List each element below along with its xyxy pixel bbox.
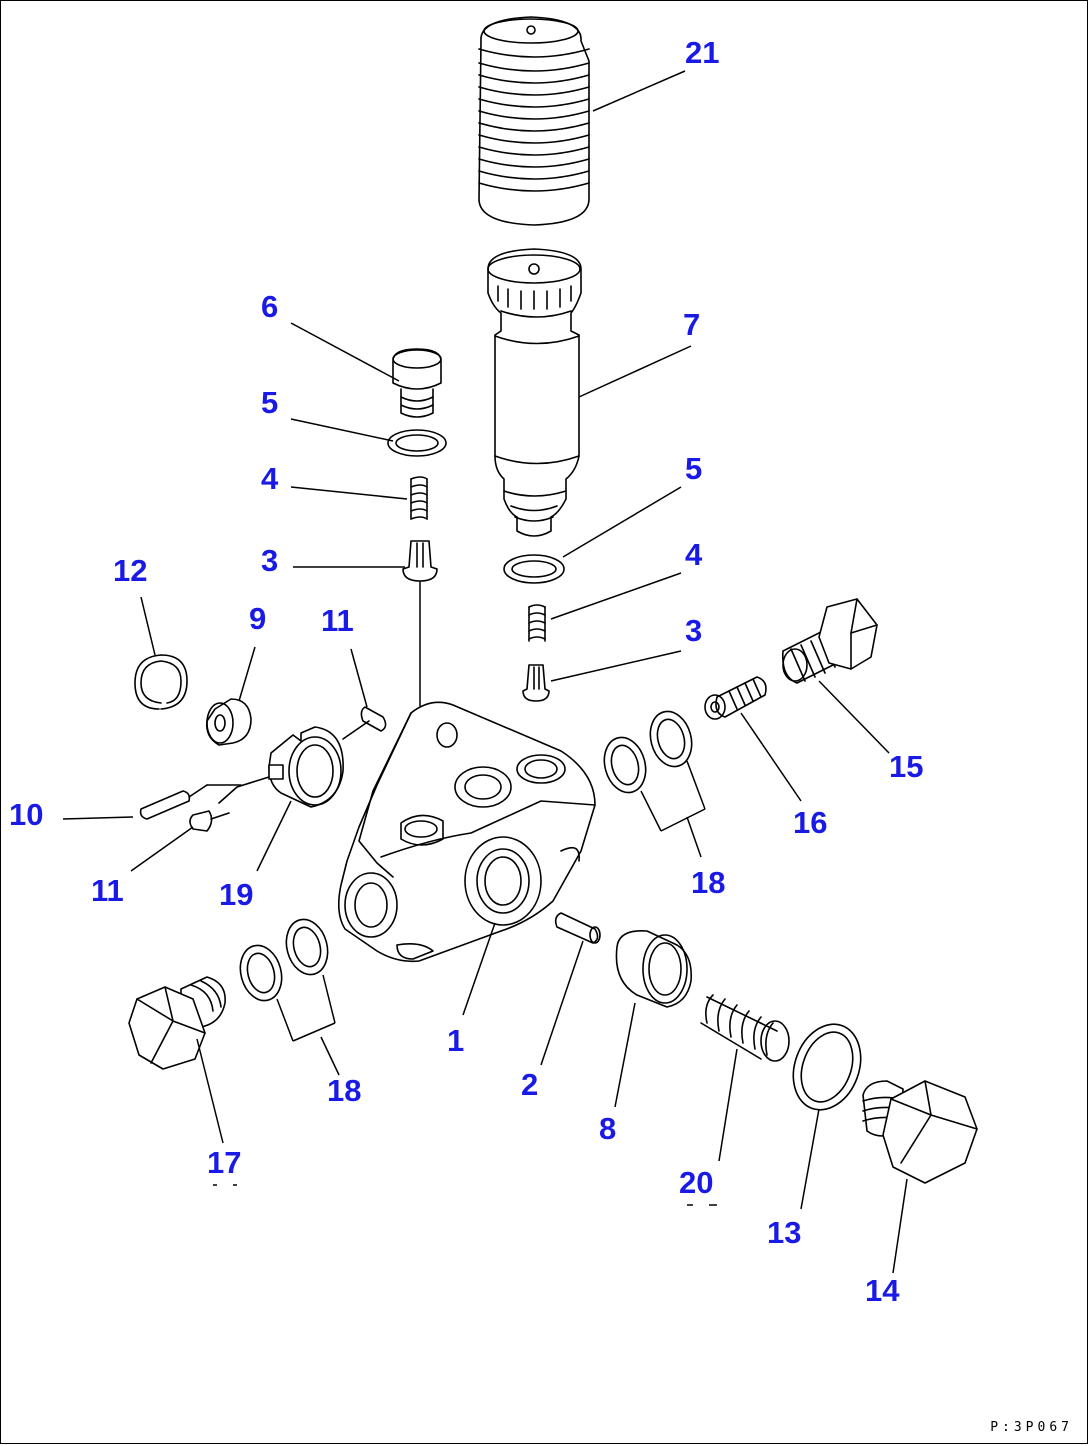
- callout-11-lower: 11: [91, 873, 124, 908]
- callout-3-right: 3: [685, 613, 703, 648]
- callout-18-left: 18: [327, 1073, 362, 1108]
- part-18-gaskets-right: [603, 710, 693, 794]
- callout-13: 13: [767, 1215, 802, 1250]
- part-18-gaskets-left: [239, 918, 329, 1002]
- callout-7: 7: [683, 307, 701, 342]
- callout-9: 9: [249, 601, 267, 636]
- callout-8: 8: [599, 1111, 617, 1146]
- callout-12: 12: [113, 553, 148, 588]
- callout-5-right: 5: [685, 451, 703, 486]
- callout-20: 20: [679, 1165, 714, 1200]
- callout-4-left: 4: [261, 461, 279, 496]
- part-21-bellows: [478, 16, 590, 226]
- callout-6: 6: [261, 289, 279, 324]
- callout-15: 15: [889, 749, 924, 784]
- part-4-spring-left: [410, 476, 428, 520]
- part-19-lever: [218, 726, 344, 808]
- part-4-spring-right: [528, 604, 546, 642]
- leader-lines: [62, 70, 908, 1274]
- part-5-washer-right: [503, 554, 565, 584]
- part-20-spring: [700, 994, 790, 1062]
- part-6-plug: [392, 348, 442, 418]
- callout-14: 14: [865, 1273, 900, 1308]
- callout-2: 2: [521, 1067, 539, 1102]
- part-3-valve-left: [402, 540, 438, 819]
- part-7-priming-pump: [487, 248, 582, 537]
- part-12-snap-ring: [134, 654, 188, 710]
- callout-17: 17: [207, 1145, 242, 1180]
- part-5-washer-left: [387, 429, 447, 457]
- callout-1: 1: [447, 1023, 465, 1058]
- part-2-pin: [554, 912, 601, 944]
- part-13-gasket: [792, 1023, 862, 1111]
- part-16-screw: [704, 676, 767, 720]
- part-17-plug-bolt: [128, 976, 226, 1070]
- callout-21: 21: [685, 35, 720, 70]
- part-11-pin-lower: [189, 810, 230, 832]
- part-11-pin-upper: [342, 706, 387, 740]
- callout-19: 19: [219, 877, 254, 912]
- callout-18-right: 18: [691, 865, 726, 900]
- part-3-valve-right: [522, 664, 550, 702]
- callout-10: 10: [9, 797, 44, 832]
- part-1-pump-body: [337, 701, 596, 963]
- part-14-plug-bolt: [862, 1080, 978, 1184]
- callout-4-right: 4: [685, 537, 703, 572]
- callout-3-left: 3: [261, 543, 279, 578]
- part-9-bushing: [205, 698, 252, 746]
- callout-16: 16: [793, 805, 828, 840]
- drawing-code: P:3P067: [990, 1420, 1073, 1435]
- callout-11-upper: 11: [321, 603, 354, 638]
- part-15-bolt: [781, 598, 878, 684]
- part-8-sleeve: [615, 930, 693, 1008]
- part-10-pin: [139, 784, 242, 820]
- callout-5-left: 5: [261, 385, 279, 420]
